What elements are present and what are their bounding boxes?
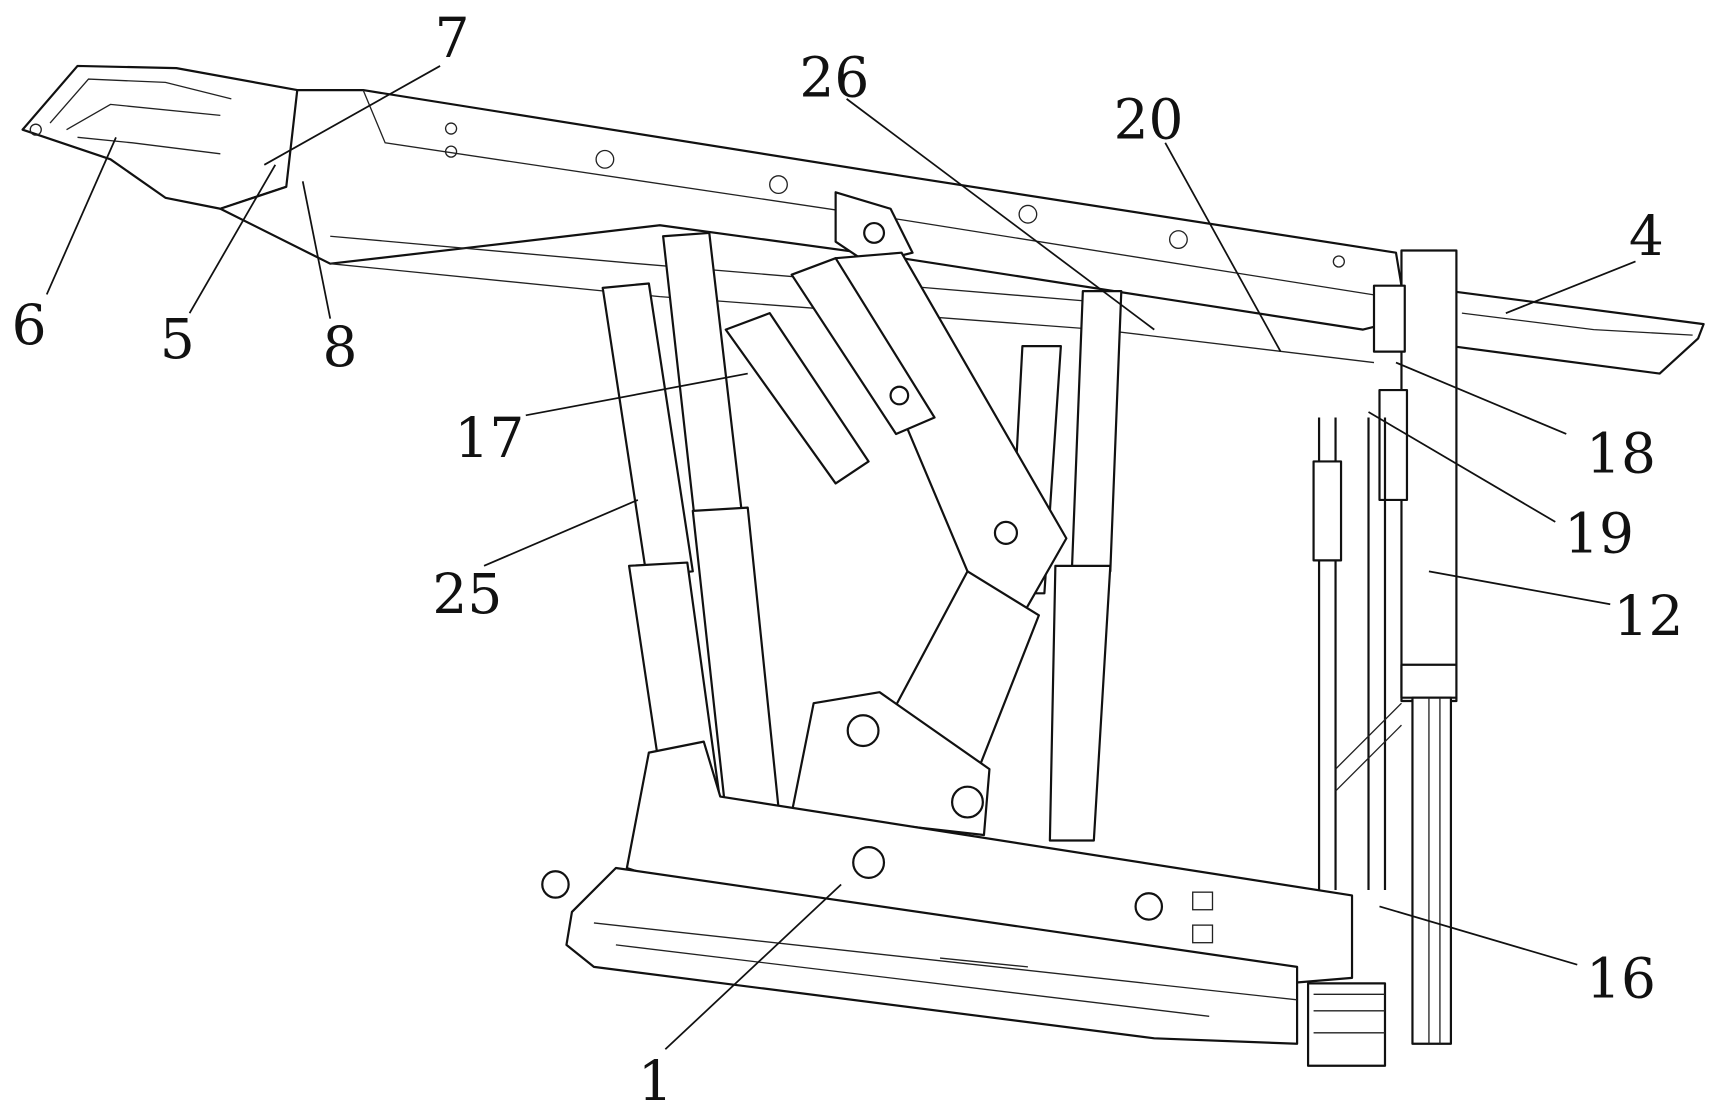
label-26: 26 [799,46,869,110]
label-8: 8 [323,315,358,379]
label-25: 25 [432,562,502,626]
label-12: 12 [1614,584,1684,648]
label-20: 20 [1114,87,1184,151]
label-5: 5 [160,307,195,371]
front-canopy [23,66,320,209]
label-1: 1 [638,1049,673,1113]
label-17: 17 [454,406,524,470]
label-16: 16 [1586,947,1656,1011]
label-4: 4 [1629,204,1664,268]
label-19: 19 [1564,502,1634,566]
linkage [726,253,1067,835]
tail-beam [1451,291,1704,373]
canopy-beam [220,90,1407,362]
label-6: 6 [12,293,47,357]
label-7: 7 [435,6,470,70]
label-18: 18 [1586,421,1656,485]
